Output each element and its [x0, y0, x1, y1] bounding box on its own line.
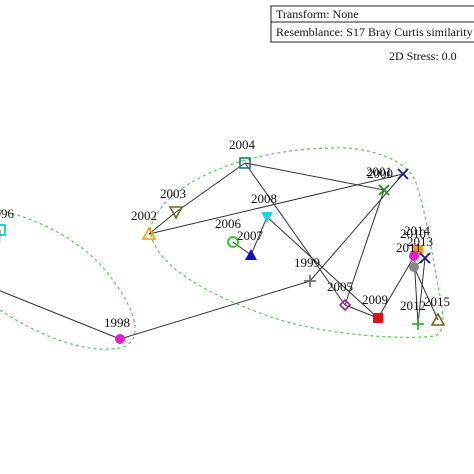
trajectory-segment [250, 216, 268, 256]
point-label: 2008 [251, 191, 277, 206]
point-label: 1996 [0, 206, 15, 221]
point-marker [261, 212, 273, 223]
trajectory-segment [413, 266, 439, 321]
stress-label: 2D Stress: 0.0 [389, 49, 457, 63]
point-label: 2014 [404, 223, 431, 238]
point-label: 2009 [362, 292, 388, 307]
point-marker [419, 252, 431, 264]
point-label: 2013 [407, 234, 433, 249]
point-marker [397, 168, 409, 180]
trajectory-segment [244, 162, 385, 191]
point-marker [409, 262, 419, 272]
resemblance-label: Resemblance: S17 Bray Curtis similarity [276, 25, 473, 39]
point-label: 1999 [294, 255, 320, 270]
trajectory-segment [148, 173, 404, 235]
point-marker [338, 298, 352, 312]
trajectory-segment [344, 189, 385, 306]
point-label: 2012 [400, 298, 426, 313]
point-marker [141, 226, 157, 240]
point-marker [412, 318, 424, 330]
point-labels: 1996199819992000200120022003200420052006… [0, 137, 450, 330]
point-label: 2011 [396, 240, 422, 255]
trajectory-segment [244, 162, 346, 306]
point-markers [0, 157, 446, 344]
trajectory-segment [309, 173, 404, 282]
point-label: 2002 [131, 208, 157, 223]
cluster-contour-right [149, 147, 444, 338]
transform-label: Transform: None [276, 7, 359, 21]
trajectory-segment [0, 290, 121, 340]
point-marker [430, 312, 446, 326]
cluster-contour-left [0, 209, 136, 350]
point-marker [373, 313, 383, 323]
point-label: 2004 [229, 137, 256, 152]
point-marker [378, 184, 390, 196]
point-marker [239, 157, 251, 169]
trajectory-segment [175, 162, 246, 213]
point-label: 2003 [160, 186, 186, 201]
trajectory-segment [232, 241, 252, 256]
trajectory-segment [119, 280, 311, 340]
point-label: 2010 [400, 226, 426, 241]
point-marker [168, 206, 184, 220]
point-marker [227, 236, 239, 248]
trajectory-segment [266, 216, 379, 319]
trajectory-lines [0, 162, 439, 340]
trajectory-segment [344, 304, 379, 319]
point-marker [413, 245, 423, 255]
point-label: 2000 [367, 166, 393, 181]
point-label: 2005 [327, 279, 353, 294]
point-marker [0, 224, 6, 236]
point-label: 1998 [104, 315, 130, 330]
point-marker [245, 249, 257, 260]
trajectory-segment [377, 249, 419, 319]
point-marker [409, 251, 419, 261]
point-label: 2015 [424, 294, 450, 309]
trajectory-segment [417, 257, 426, 325]
point-label: 2007 [237, 228, 264, 243]
point-label: 2001 [366, 164, 392, 179]
trajectory-segment [148, 211, 177, 235]
info-box: Transform: None Resemblance: S17 Bray Cu… [270, 5, 474, 43]
point-label: 2006 [215, 216, 242, 231]
point-marker [304, 275, 316, 287]
point-marker [115, 334, 125, 344]
